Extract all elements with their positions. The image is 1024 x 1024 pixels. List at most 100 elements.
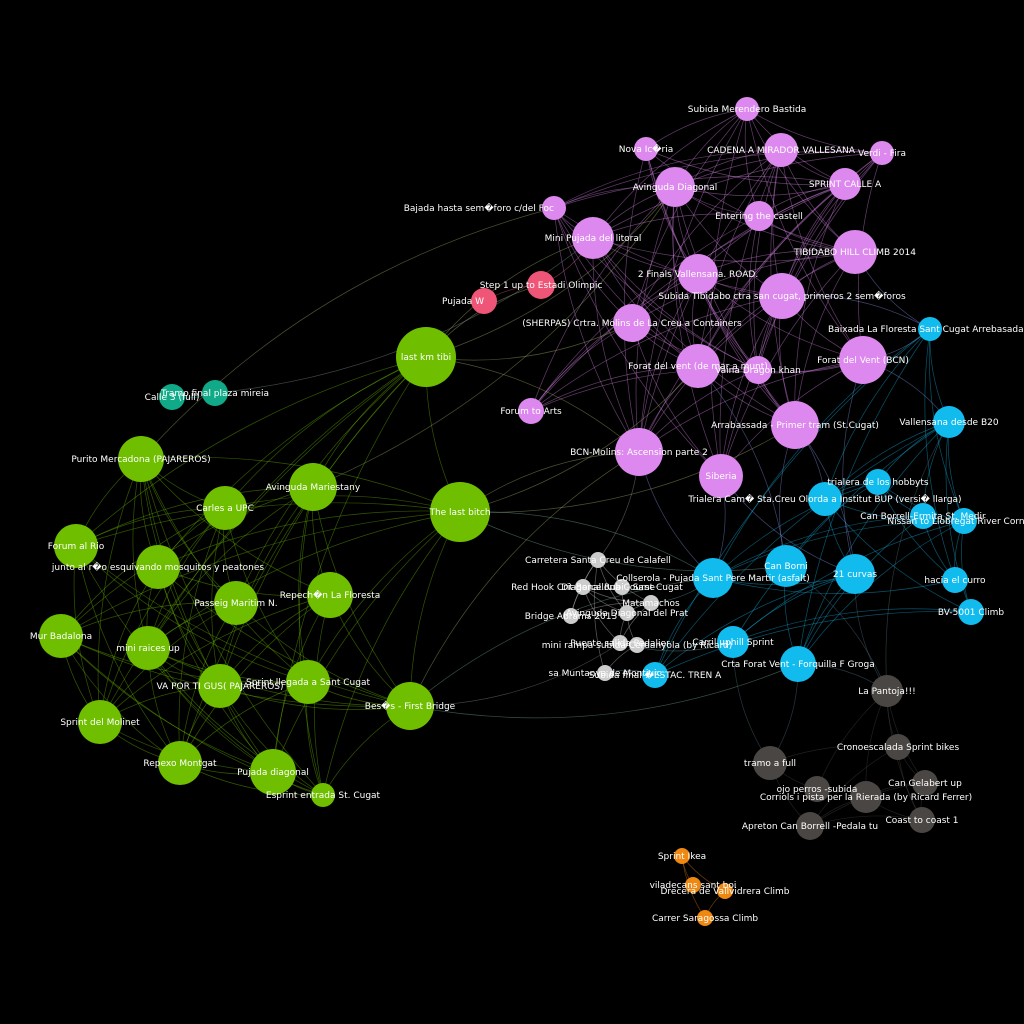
graph-node-v13[interactable] [613, 304, 651, 342]
graph-edge [645, 148, 846, 186]
graph-node-v19[interactable] [615, 428, 663, 476]
node-label-n11: mini raices up [116, 644, 180, 654]
graph-node-c2[interactable] [933, 406, 965, 438]
graph-edge [75, 356, 427, 547]
node-label-v20: Siberia [705, 472, 736, 482]
graph-node-n11[interactable] [126, 626, 170, 670]
graph-node-n10[interactable] [39, 614, 83, 658]
graph-edge [757, 183, 846, 371]
graph-node-n7[interactable] [136, 545, 180, 589]
graph-node-v4[interactable] [870, 141, 894, 165]
node-label-w9: sa Muntanya de Montjuic [549, 669, 662, 679]
graph-node-v18[interactable] [771, 401, 819, 449]
graph-node-v1[interactable] [735, 97, 759, 121]
graph-node-v15[interactable] [744, 356, 772, 384]
graph-node-v7[interactable] [542, 196, 566, 220]
graph-node-w4[interactable] [643, 595, 659, 611]
graph-node-c10[interactable] [942, 567, 968, 593]
graph-node-w7[interactable] [612, 635, 628, 651]
graph-node-o2[interactable] [685, 877, 701, 893]
graph-node-c11[interactable] [958, 599, 984, 625]
graph-edge [638, 108, 748, 453]
graph-node-v2[interactable] [634, 137, 658, 161]
graph-node-g6[interactable] [850, 781, 882, 813]
node-label-g5: ojo perros -subida [777, 785, 858, 795]
graph-node-c13[interactable] [780, 646, 816, 682]
graph-node-g5[interactable] [804, 776, 830, 802]
graph-node-p1[interactable] [527, 271, 555, 299]
graph-node-v17[interactable] [518, 398, 544, 424]
graph-edge [672, 186, 722, 477]
graph-node-c5[interactable] [910, 503, 936, 529]
graph-node-c1[interactable] [918, 317, 942, 341]
node-label-n4: Avinguda Mariestany [266, 483, 361, 493]
graph-node-n2[interactable] [430, 482, 490, 542]
node-label-n15: Sprint del Molinet [60, 718, 140, 728]
graph-node-w6[interactable] [619, 605, 635, 621]
graph-node-w1[interactable] [590, 552, 606, 568]
node-label-n10: Mur Badalona [30, 632, 92, 642]
graph-node-t2[interactable] [202, 380, 228, 406]
graph-node-n8[interactable] [214, 581, 258, 625]
graph-node-v6[interactable] [829, 168, 861, 200]
graph-node-v16[interactable] [839, 336, 887, 384]
graph-edge [409, 451, 640, 707]
graph-node-n6[interactable] [54, 524, 98, 568]
graph-node-t1[interactable] [159, 384, 185, 410]
graph-edge [697, 149, 782, 367]
graph-node-c4[interactable] [808, 482, 842, 516]
graph-edge [530, 183, 846, 412]
graph-node-n14[interactable] [386, 682, 434, 730]
graph-node-n13[interactable] [286, 660, 330, 704]
graph-node-n12[interactable] [198, 664, 242, 708]
graph-node-v12[interactable] [759, 273, 805, 319]
graph-node-n15[interactable] [78, 700, 122, 744]
graph-node-v14[interactable] [676, 344, 720, 388]
node-label-g8: Apreton Can Borrell -Pedala tu [742, 822, 878, 832]
graph-node-g7[interactable] [909, 807, 935, 833]
graph-node-c8[interactable] [765, 545, 807, 587]
graph-node-v9[interactable] [572, 217, 614, 259]
node-label-v4: Verdi - Fira [858, 149, 906, 159]
graph-node-c3[interactable] [865, 469, 891, 495]
graph-node-v5[interactable] [655, 167, 695, 207]
graph-node-c7[interactable] [693, 558, 733, 598]
graph-node-n1[interactable] [396, 327, 456, 387]
graph-node-v11[interactable] [678, 254, 718, 294]
graph-node-o1[interactable] [674, 848, 690, 864]
graph-node-g4[interactable] [912, 770, 938, 796]
graph-node-w5[interactable] [563, 608, 579, 624]
graph-node-v20[interactable] [699, 454, 743, 498]
graph-node-v10[interactable] [833, 230, 877, 274]
graph-node-n9[interactable] [307, 572, 353, 618]
graph-node-n4[interactable] [289, 463, 337, 511]
graph-node-w8[interactable] [629, 637, 645, 653]
graph-node-n18[interactable] [311, 783, 335, 807]
graph-node-n17[interactable] [250, 749, 296, 795]
node-label-c9: 21 curvas [833, 570, 878, 580]
graph-node-n3[interactable] [118, 436, 164, 482]
graph-node-g3[interactable] [753, 746, 787, 780]
graph-node-g2[interactable] [885, 734, 911, 760]
graph-edge [877, 481, 956, 581]
graph-node-c9[interactable] [835, 554, 875, 594]
graph-node-n5[interactable] [203, 486, 247, 530]
graph-node-c12[interactable] [717, 626, 749, 658]
graph-node-w9[interactable] [597, 665, 613, 681]
graph-node-g1[interactable] [871, 675, 903, 707]
graph-edge [592, 237, 796, 426]
graph-node-v8[interactable] [744, 201, 774, 231]
graph-node-n16[interactable] [158, 741, 202, 785]
graph-node-p2[interactable] [471, 288, 497, 314]
graph-node-o3[interactable] [717, 883, 733, 899]
graph-edge [593, 559, 606, 674]
graph-edge [592, 237, 640, 453]
graph-node-v3[interactable] [764, 133, 798, 167]
graph-node-o4[interactable] [697, 910, 713, 926]
graph-node-c14[interactable] [642, 662, 668, 688]
graph-node-c6[interactable] [951, 508, 977, 534]
graph-node-w3[interactable] [614, 579, 630, 595]
graph-node-g8[interactable] [796, 812, 824, 840]
graph-edge [60, 486, 314, 637]
graph-node-w2[interactable] [575, 579, 591, 595]
